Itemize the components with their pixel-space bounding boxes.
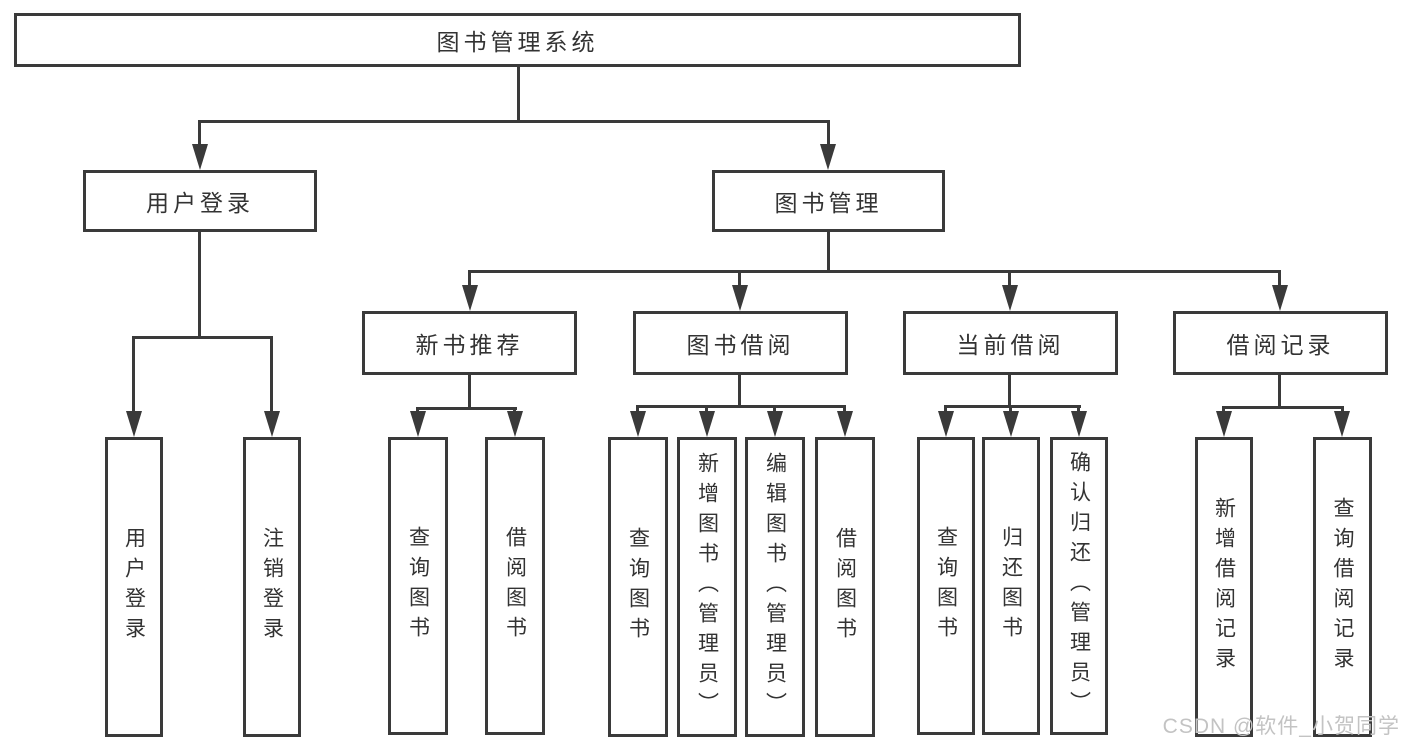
- leaf-bb-query-books: 查询图书: [608, 437, 668, 737]
- node-new-book-recommendation: 新书推荐: [362, 311, 577, 375]
- connector-line: [1077, 405, 1080, 415]
- node-label: 借阅图书: [503, 526, 527, 646]
- leaf-br-query-record: 查询借阅记录: [1313, 437, 1372, 737]
- arrow-down-icon: [938, 411, 954, 437]
- connector-line: [132, 336, 273, 339]
- node-label: 图书管理: [774, 190, 883, 216]
- node-label: 新增图书（管理员）: [695, 452, 719, 722]
- arrow-down-icon: [462, 285, 478, 311]
- node-book-borrowing: 图书借阅: [633, 311, 848, 375]
- arrow-down-icon: [264, 411, 280, 437]
- node-label: 图书管理系统: [436, 29, 599, 55]
- node-label: 当前借阅: [956, 332, 1065, 358]
- node-book-management: 图书管理: [712, 170, 945, 232]
- connector-line: [1009, 405, 1012, 415]
- node-label: 查询图书: [934, 526, 958, 646]
- node-label: 查询图书: [406, 526, 430, 646]
- connector-line: [517, 67, 520, 120]
- arrow-down-icon: [837, 411, 853, 437]
- arrow-down-icon: [410, 411, 426, 437]
- arrow-down-icon: [1071, 411, 1087, 437]
- node-borrowing-records: 借阅记录: [1173, 311, 1388, 375]
- node-label: 归还图书: [999, 526, 1023, 646]
- node-label: 新书推荐: [415, 332, 524, 358]
- leaf-user-login: 用户登录: [105, 437, 163, 737]
- connector-line: [705, 405, 708, 415]
- connector-line: [738, 375, 741, 405]
- connector-line: [198, 232, 201, 336]
- arrow-down-icon: [1334, 411, 1350, 437]
- node-label: 查询图书: [626, 527, 650, 647]
- node-label: 查询借阅记录: [1331, 497, 1354, 677]
- arrow-down-icon: [507, 411, 523, 437]
- node-label: 编辑图书（管理员）: [763, 452, 787, 722]
- node-user-login: 用户登录: [83, 170, 317, 232]
- leaf-cb-query-books: 查询图书: [917, 437, 975, 735]
- connector-line: [198, 120, 830, 123]
- leaf-bb-borrow-books: 借阅图书: [815, 437, 875, 737]
- connector-line: [773, 405, 776, 415]
- connector-line: [132, 336, 135, 414]
- connector-line: [1008, 375, 1011, 405]
- connector-line: [636, 405, 639, 415]
- arrow-down-icon: [1272, 285, 1288, 311]
- node-label: 借阅图书: [833, 527, 857, 647]
- connector-line: [636, 405, 846, 408]
- arrow-down-icon: [1002, 285, 1018, 311]
- node-root-library-system: 图书管理系统: [14, 13, 1021, 67]
- node-label: 确认归还（管理员）: [1067, 451, 1091, 721]
- leaf-rec-borrow-books: 借阅图书: [485, 437, 545, 735]
- node-current-borrowing: 当前借阅: [903, 311, 1118, 375]
- arrow-down-icon: [126, 411, 142, 437]
- arrow-down-icon: [732, 285, 748, 311]
- arrow-down-icon: [1216, 411, 1232, 437]
- node-label: 图书借阅: [686, 332, 795, 358]
- connector-line: [827, 232, 830, 270]
- connector-line: [944, 405, 1081, 408]
- connector-line: [827, 120, 830, 147]
- node-label: 用户登录: [122, 527, 146, 647]
- node-label: 用户登录: [146, 190, 254, 216]
- connector-line: [198, 120, 201, 147]
- arrow-down-icon: [192, 144, 208, 170]
- leaf-cb-confirm-return-admin: 确认归还（管理员）: [1050, 437, 1108, 735]
- connector-line: [1222, 406, 1225, 415]
- connector-line: [944, 405, 947, 415]
- arrow-down-icon: [767, 411, 783, 437]
- leaf-cb-return-books: 归还图书: [982, 437, 1040, 735]
- connector-line: [1341, 406, 1344, 415]
- connector-line: [738, 270, 741, 288]
- connector-line: [468, 375, 471, 407]
- connector-line: [1008, 270, 1011, 288]
- node-label: 新增借阅记录: [1212, 497, 1236, 677]
- connector-line: [843, 405, 846, 415]
- arrow-down-icon: [699, 411, 715, 437]
- node-label: 注销登录: [260, 527, 284, 647]
- leaf-bb-edit-books-admin: 编辑图书（管理员）: [745, 437, 805, 737]
- leaf-br-add-record: 新增借阅记录: [1195, 437, 1253, 737]
- leaf-rec-query-books: 查询图书: [388, 437, 448, 735]
- arrow-down-icon: [820, 144, 836, 170]
- arrow-down-icon: [630, 411, 646, 437]
- connector-line: [1278, 270, 1281, 288]
- connector-line: [270, 336, 273, 414]
- connector-line: [1222, 406, 1344, 409]
- leaf-bb-add-books-admin: 新增图书（管理员）: [677, 437, 737, 737]
- connector-line: [416, 407, 517, 410]
- csdn-watermark: CSDN @软件_小贺同学: [1162, 715, 1400, 738]
- connector-line: [468, 270, 471, 288]
- connector-line: [468, 270, 1281, 273]
- node-label: 借阅记录: [1226, 332, 1335, 358]
- leaf-logout-login: 注销登录: [243, 437, 301, 737]
- connector-line: [1278, 375, 1281, 406]
- arrow-down-icon: [1003, 411, 1019, 437]
